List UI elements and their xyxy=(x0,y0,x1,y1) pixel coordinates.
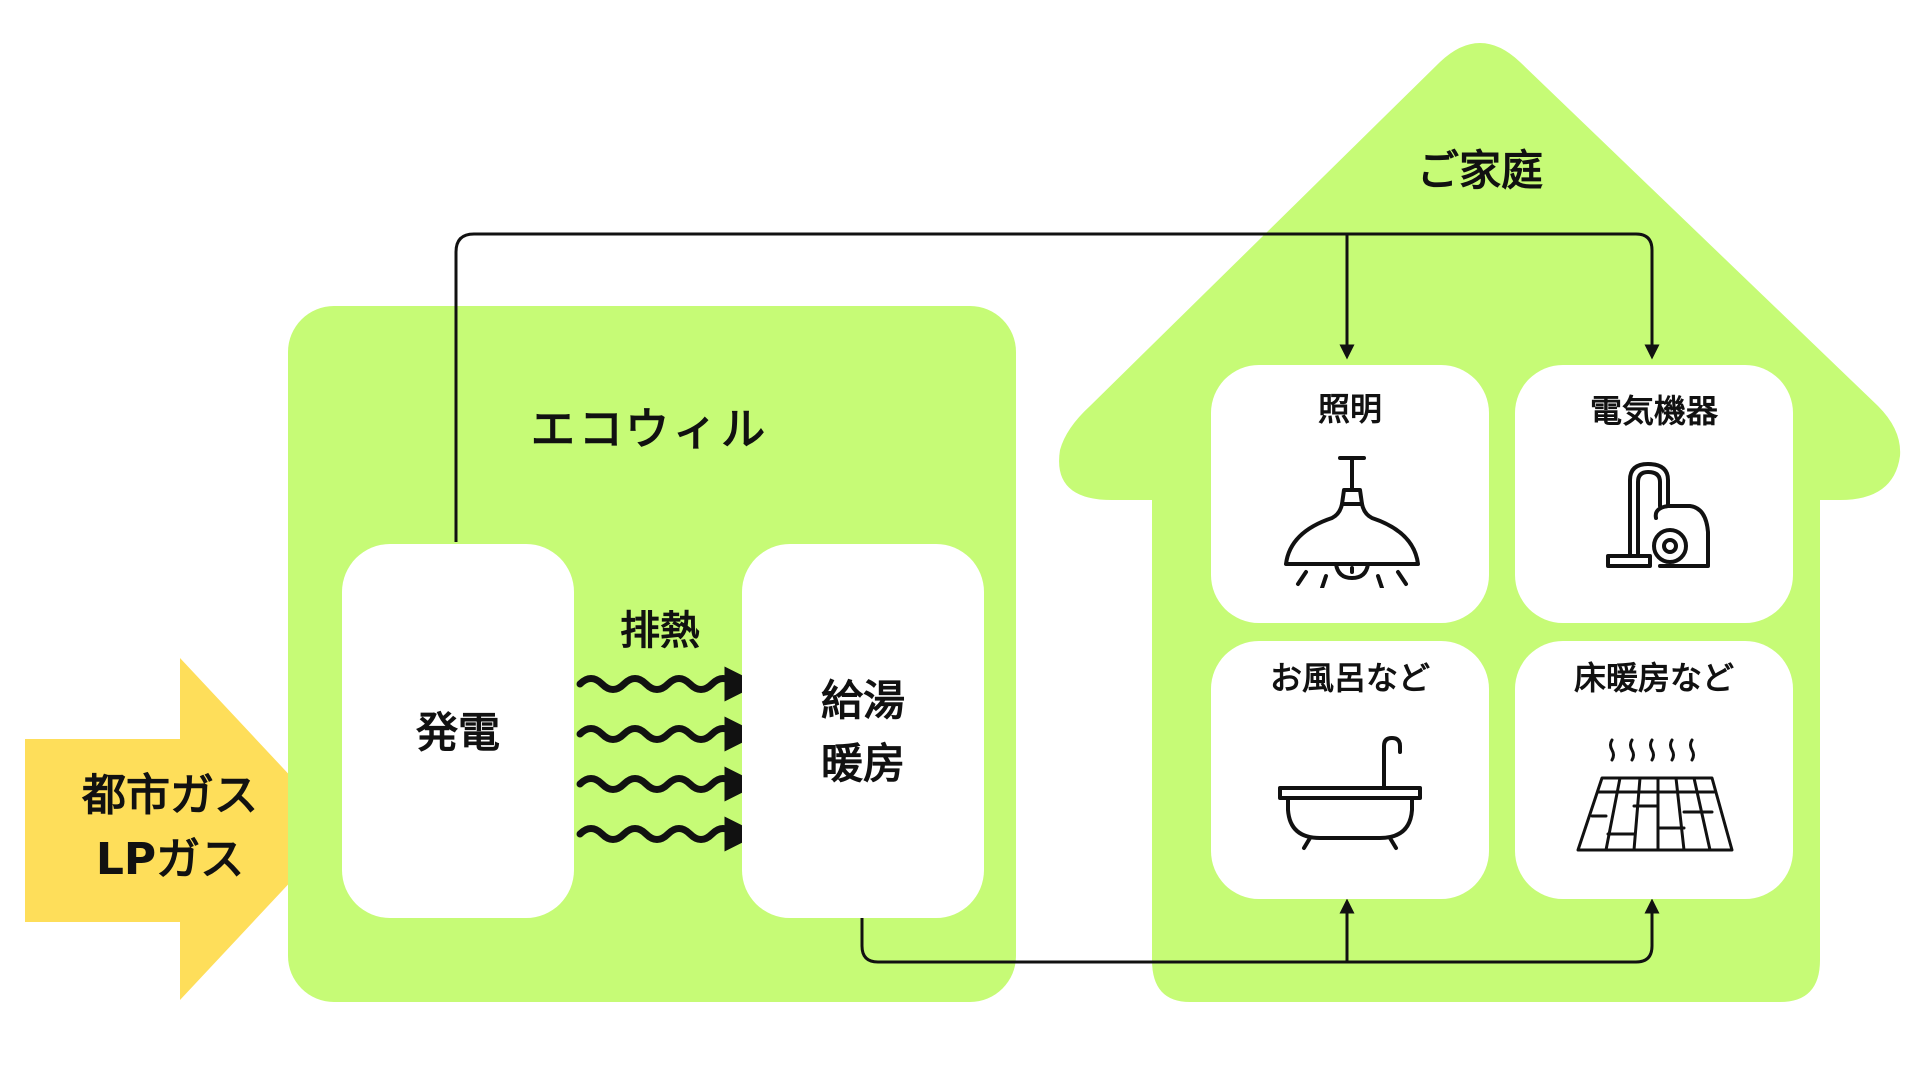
bathtub-icon xyxy=(1278,736,1422,850)
gas-input-label-line1: 都市ガス xyxy=(82,770,258,821)
floor-heating-label: 床暖房など xyxy=(1573,659,1734,697)
exhaust-heat-arrows xyxy=(576,666,760,852)
bath-card xyxy=(1211,641,1489,899)
generation-card xyxy=(342,544,574,918)
wave-arrow-2 xyxy=(576,716,760,752)
appliances-card xyxy=(1515,365,1793,623)
wave-arrow-3 xyxy=(576,766,760,802)
home-title: ご家庭 xyxy=(1416,146,1543,195)
exhaust-heat-label: 排熱 xyxy=(620,608,700,654)
appliances-label: 電気機器 xyxy=(1589,392,1718,430)
gas-input-arrow xyxy=(25,658,340,1000)
ecowill-title: エコウィル xyxy=(530,404,770,455)
lighting-card xyxy=(1211,365,1489,623)
wave-arrow-4 xyxy=(576,816,760,852)
hot-water-heating-card xyxy=(742,544,984,918)
generation-label: 発電 xyxy=(415,708,500,757)
heating-label: 暖房 xyxy=(820,739,905,788)
hot-water-label: 給湯 xyxy=(820,676,905,725)
electricity-line xyxy=(454,232,1660,542)
wave-arrow-1 xyxy=(576,666,760,702)
vacuum-cleaner-icon xyxy=(1606,462,1710,568)
pendant-lamp-icon xyxy=(1284,456,1420,588)
heat-supply-line xyxy=(860,898,1660,964)
floor-heating-card xyxy=(1515,641,1793,899)
bath-label: お風呂など xyxy=(1269,659,1430,697)
floor-heating-icon xyxy=(1576,738,1734,852)
gas-input-label-line2: LPガス xyxy=(95,834,245,885)
lighting-label: 照明 xyxy=(1317,390,1382,428)
